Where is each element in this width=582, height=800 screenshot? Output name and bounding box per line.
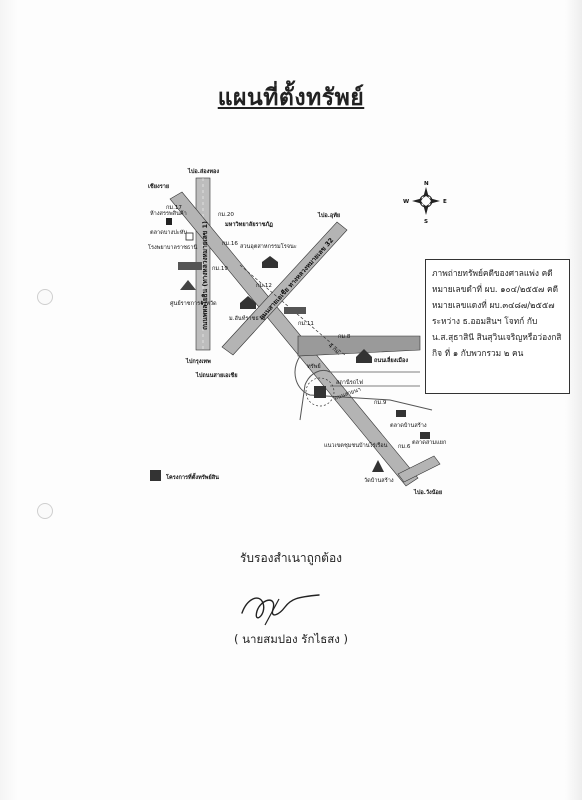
diagonal-road-southeast <box>169 191 419 487</box>
legend-label: โครงการที่ตั้งทรัพย์สิน <box>165 472 219 481</box>
factory-icon-3 <box>356 349 372 363</box>
label-place-9: ตลาดบ้านสร้าง <box>390 422 427 429</box>
label-place-3: โรงพยาบาลราชธานี <box>148 243 197 251</box>
case-info-box: ภาพถ่ายทรัพย์คดีของศาลแพ่ง คดีหมายเลขดำท… <box>425 259 570 394</box>
label-main-road: ถนนพหลโยธิน (ทางหลวงหมายเลข 1) <box>200 221 209 330</box>
compass-icon <box>412 187 440 215</box>
label-place-6: ม.ฮันท์ราชธานี <box>229 314 266 322</box>
label-to-upper-right: ไปอ.อุทัย <box>317 211 340 219</box>
label-km11: กม.11 <box>298 321 314 327</box>
target-marker <box>314 386 326 398</box>
label-km17: กม.17 <box>166 205 182 211</box>
sign-icon <box>178 262 202 270</box>
label-place-7: ศูนย์ราชการจังหวัด <box>170 299 217 307</box>
label-to-top: ไปอ.ส่องทอง <box>187 167 219 175</box>
label-north-left: เชียงราย <box>148 183 169 190</box>
label-place-8: สถานีรถไฟ <box>336 379 363 386</box>
factory-icon-2 <box>240 296 256 309</box>
building-icon <box>166 218 172 225</box>
label-to-wangnoi: ไปอ.วังน้อย <box>413 488 442 496</box>
label-km8: กม.8 <box>338 334 351 340</box>
temple-icon-2 <box>372 460 384 472</box>
label-target: ทรัพย์ <box>307 362 321 370</box>
label-place-10: วัดบ้านสร้าง <box>364 477 394 484</box>
label-place-12: ถนนเลี่ยงเมือง <box>374 356 408 364</box>
target-access-road <box>297 335 421 357</box>
diagonal-road-southwest <box>221 221 348 356</box>
signer-name: ( นายสมปอง รักไธสง ) <box>234 632 348 646</box>
page-title: แผนที่ตั้งทรัพย์ <box>217 85 365 111</box>
certify-text: รับรองสำเนาถูกต้อง <box>239 551 343 565</box>
label-km19: กม.19 <box>212 266 228 272</box>
factory-icon <box>262 256 278 268</box>
label-place-5: สวนอุตสาหกรรมโรจนะ <box>240 242 297 250</box>
signature-image <box>241 594 320 626</box>
label-to-southwest: ไปถนนสายเอเชีย <box>195 371 238 379</box>
secondary-road <box>294 355 433 411</box>
label-place-2: ตลาดบางปะหัน <box>150 229 187 236</box>
market-icon-2 <box>420 432 430 439</box>
label-km9: กม.9 <box>374 400 387 406</box>
target-ring <box>305 377 335 407</box>
label-km20: กม.20 <box>218 212 234 218</box>
label-km6: กม.6 <box>398 444 411 450</box>
punch-hole-bottom <box>37 503 53 519</box>
compass-n: N <box>424 181 429 187</box>
compass-w: W <box>403 199 409 205</box>
legend-swatch <box>150 470 161 481</box>
sign-icon-2 <box>284 307 306 314</box>
road-to-wangnoi <box>397 455 441 483</box>
hospital-icon <box>185 232 194 241</box>
compass-e: E <box>443 199 447 205</box>
compass-s: S <box>424 219 428 225</box>
market-icon <box>396 410 406 417</box>
label-to-bangkok: ไปกรุงเทพ <box>185 357 211 365</box>
label-place-13: แนวเขตชุมชนบ้านไร่เรือน <box>324 442 388 449</box>
label-place-11: ตลาดสามแยก <box>412 439 446 446</box>
label-km12: กม.12 <box>256 283 272 289</box>
temple-icon <box>180 280 196 290</box>
distance-line <box>239 264 346 356</box>
label-place-4: มหาวิทยาลัยราชภัฏ <box>225 221 273 228</box>
punch-hole-top <box>37 289 53 305</box>
label-km16: กม.16 <box>222 241 238 247</box>
case-info-text: ภาพถ่ายทรัพย์คดีของศาลแพ่ง คดีหมายเลขดำท… <box>432 268 562 358</box>
local-road <box>299 370 331 421</box>
label-place-1: ห้างสรรพสินค้า <box>150 210 187 217</box>
